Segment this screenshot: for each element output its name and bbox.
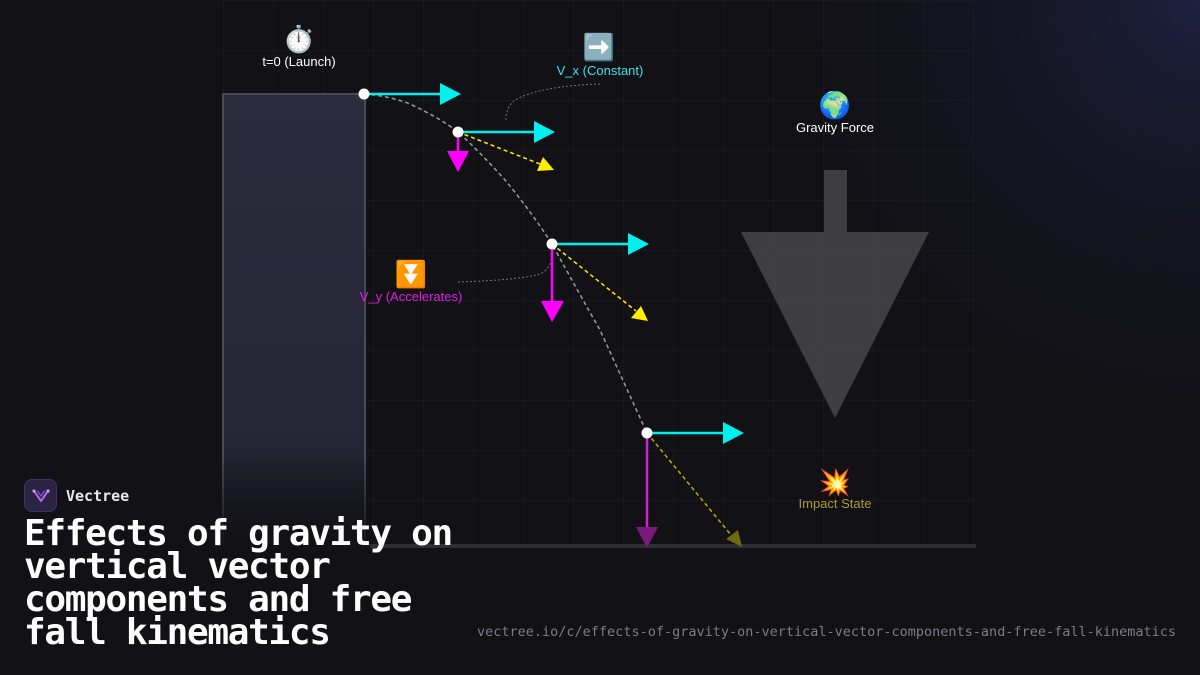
- projectile-position-1: [358, 88, 370, 100]
- gravity-label: Gravity Force: [796, 120, 874, 135]
- horizontal-velocity-vector-4: [647, 422, 744, 444]
- trajectory-path: [363, 93, 648, 434]
- brand-name: Vectree: [66, 486, 130, 505]
- horizontal-velocity-vector-3: [552, 233, 649, 255]
- gravity-arrow: [741, 170, 929, 418]
- vertical-velocity-vector-3: [636, 433, 658, 548]
- cliff-fade: [218, 455, 370, 550]
- page-title: Effects of gravity on vertical vector co…: [24, 513, 453, 653]
- impact-label: Impact State: [799, 496, 872, 511]
- stopwatch-icon: ⏱️: [283, 24, 315, 55]
- double-down-arrow-icon: ⏬: [395, 259, 427, 290]
- right-arrow-icon: ➡️: [583, 32, 615, 63]
- horizontal-velocity-vector-1: [364, 83, 461, 105]
- vectree-logo-icon: [24, 479, 57, 512]
- vertical-velocity-vector-2: [541, 244, 564, 322]
- collision-icon: 💥: [819, 467, 851, 498]
- vx-label: V_x (Constant): [557, 63, 644, 78]
- projectile-position-4: [641, 427, 653, 439]
- resultant-vector-2: [551, 243, 648, 321]
- vx-leader-line: [505, 83, 601, 123]
- projectile-position-2: [452, 126, 464, 138]
- horizontal-velocity-vector-2: [458, 121, 555, 143]
- source-url: vectree.io/c/effects-of-gravity-on-verti…: [477, 624, 1176, 640]
- globe-icon: 🌍: [819, 90, 851, 121]
- vy-label: V_y (Accelerates): [360, 289, 463, 304]
- resultant-vector-3: [646, 432, 742, 547]
- resultant-vector-1: [457, 131, 554, 171]
- launch-label: t=0 (Launch): [262, 54, 335, 69]
- brand: Vectree: [24, 479, 129, 512]
- projectile-position-3: [546, 238, 558, 250]
